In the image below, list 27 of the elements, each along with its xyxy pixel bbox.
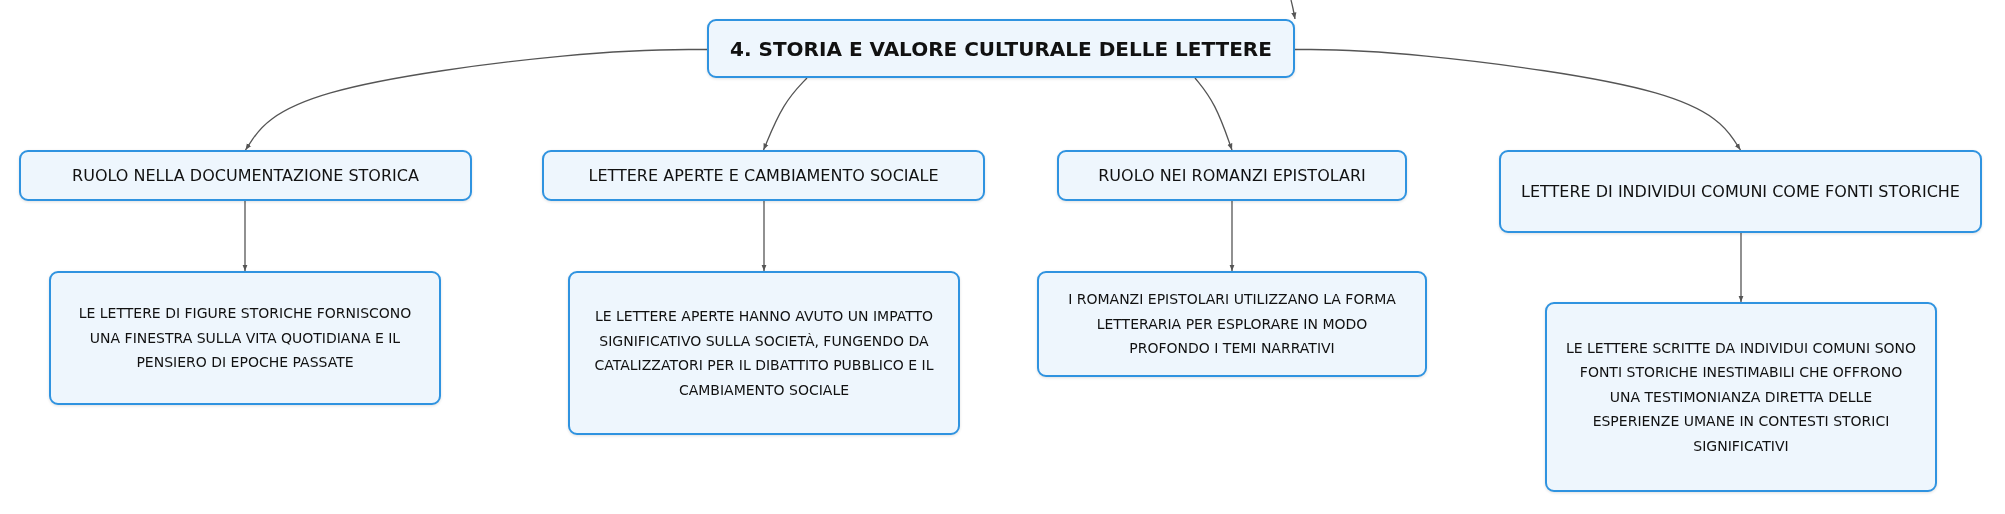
connector-arrow bbox=[244, 48, 708, 151]
root-topic-box bbox=[707, 19, 1295, 78]
topic-box bbox=[1057, 150, 1407, 201]
connector-arrow bbox=[761, 200, 767, 272]
topic-text: LE LETTERE APERTE HANNO AVUTO UN IMPATTO SIGNIFICATIVO SULLA SOCIETÀ, FUNGENDO DA CATALIZZATORI PER IL DIBATTITO PUBBLICO E IL CAMBIAMENTO SOCIALE bbox=[593, 307, 935, 400]
topic-box bbox=[19, 150, 472, 201]
topic-text: LE LETTERE SCRITTE DA INDIVIDUI COMUNI SONO FONTI STORICHE INESTIMABILI CHE OFFRONO UNA TESTIMONIANZA DIRETTA DELLE ESPERIENZE UMANE IN CONTESTI STORICI SIGNIFICATIVI bbox=[1564, 338, 1918, 456]
topic-text: I ROMANZI EPISTOLARI UTILIZZANO LA FORMA LETTERARIA PER ESPLORARE IN MODO PROFONDO I TEMI NARRATIVI bbox=[1067, 290, 1397, 359]
topic-box bbox=[542, 150, 985, 201]
connector-arrow bbox=[242, 200, 248, 272]
topic-text: LETTERE APERTE E CAMBIAMENTO SOCIALE bbox=[587, 164, 940, 187]
note-box bbox=[49, 271, 441, 405]
topic-box bbox=[1499, 150, 1982, 233]
note-box bbox=[1545, 302, 1937, 492]
topic-text: LE LETTERE DI FIGURE STORICHE FORNISCONO UNA FINESTRA SULLA VITA QUOTIDIANA E IL PENSIERO DI EPOCHE PASSATE bbox=[77, 304, 413, 373]
topic-text: LETTERE DI INDIVIDUI COMUNI COME FONTI STORICHE bbox=[1520, 180, 1961, 203]
connector-arrow bbox=[1294, 48, 1742, 151]
topic-text: 4. STORIA E VALORE CULTURALE DELLE LETTERE bbox=[730, 36, 1272, 61]
note-box bbox=[568, 271, 960, 435]
topic-text: RUOLO NEI ROMANZI EPISTOLARI bbox=[1097, 164, 1367, 187]
connector-arrow bbox=[1229, 200, 1235, 272]
connector-arrow bbox=[1738, 232, 1744, 303]
topic-text: RUOLO NELLA DOCUMENTAZIONE STORICA bbox=[71, 164, 420, 187]
connector-arrow bbox=[762, 77, 808, 151]
connector-arrow bbox=[1194, 77, 1233, 151]
note-box bbox=[1037, 271, 1427, 377]
connector-arrow bbox=[1290, 0, 1297, 20]
